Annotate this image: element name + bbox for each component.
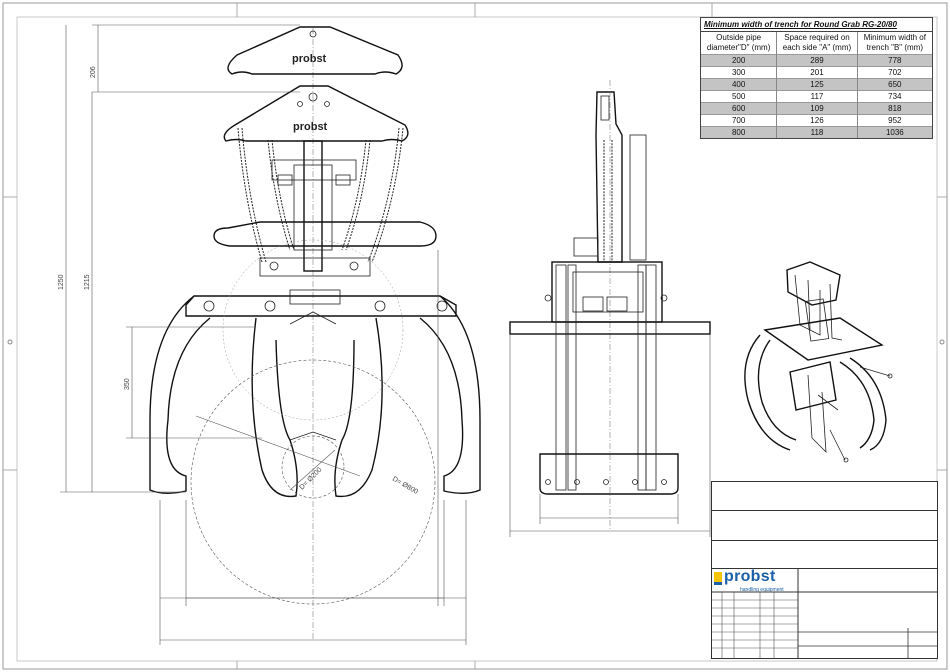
right-outer-jaw bbox=[419, 295, 481, 494]
upper-plate-logo: probst bbox=[292, 53, 327, 65]
table-cell-d: 600 bbox=[701, 102, 778, 115]
header-space: Space required on each side "A" (mm) bbox=[776, 32, 858, 55]
side-view bbox=[509, 80, 711, 537]
left-inner-jaw bbox=[251, 317, 298, 498]
lower-plate-logo: probst bbox=[293, 121, 328, 133]
table-cell-d: 700 bbox=[701, 114, 778, 127]
left-outer-chain bbox=[237, 127, 263, 263]
table-cell-b: 650 bbox=[857, 78, 932, 91]
table-cell-b: 702 bbox=[857, 66, 932, 79]
table-cell-a: 118 bbox=[776, 126, 858, 138]
dim-350: 350 bbox=[124, 378, 131, 390]
table-cell-a: 126 bbox=[776, 114, 858, 127]
table-cell-d: 300 bbox=[701, 66, 778, 79]
table-cell-a: 289 bbox=[776, 54, 858, 67]
dim-1215: 1215 bbox=[84, 274, 91, 290]
right-outer-chain bbox=[371, 127, 404, 263]
table-cell-b: 818 bbox=[857, 102, 932, 115]
table-cell-b: 778 bbox=[857, 54, 932, 67]
right-inner-jaw bbox=[334, 317, 383, 498]
table-cell-d: 200 bbox=[701, 54, 778, 67]
upper-suspension-plate bbox=[227, 26, 403, 75]
table-cell-a: 125 bbox=[776, 78, 858, 91]
large-pipe-outline bbox=[190, 359, 436, 605]
isometric-view bbox=[744, 261, 893, 463]
table-cell-b: 734 bbox=[857, 90, 932, 103]
right-inner-chain bbox=[345, 139, 371, 251]
table-cell-b: 1036 bbox=[857, 126, 932, 138]
table-cell-b: 952 bbox=[857, 114, 932, 127]
logo-wordmark: probst bbox=[724, 568, 776, 585]
front-view: probst probst bbox=[58, 24, 481, 645]
title-block-grid bbox=[712, 568, 937, 658]
left-inner-chain bbox=[267, 139, 291, 251]
table-cell-a: 117 bbox=[776, 90, 858, 103]
dim-206: 206 bbox=[90, 66, 97, 78]
lower-suspension-plate bbox=[223, 85, 409, 142]
dim-1250: 1250 bbox=[58, 274, 65, 290]
header-trench-width: Minimum width of trench "B" (mm) bbox=[863, 33, 926, 52]
table-cell-d: 500 bbox=[701, 90, 778, 103]
probst-logo: probst handling equipment bbox=[712, 568, 798, 593]
small-pipe-outline bbox=[281, 435, 345, 499]
logo-subtitle: handling equipment bbox=[740, 587, 784, 593]
table-cell-a: 109 bbox=[776, 102, 858, 115]
table-cell-d: 400 bbox=[701, 78, 778, 91]
left-outer-jaw bbox=[149, 295, 211, 494]
inner-frame bbox=[16, 16, 938, 662]
table-cell-d: 800 bbox=[701, 126, 778, 138]
header-diameter: Outside pipe diameter"D" (mm) bbox=[701, 32, 778, 55]
table-cell-a: 201 bbox=[776, 66, 858, 79]
trench-width-table: Minimum width of trench for Round Grab R… bbox=[700, 17, 933, 139]
large-pipe-label: D= Ø800 bbox=[391, 476, 419, 496]
title-block: probst handling equipment bbox=[711, 481, 938, 659]
table-title: Minimum width of trench for Round Grab R… bbox=[701, 18, 932, 32]
logo-mark-icon bbox=[714, 572, 722, 585]
